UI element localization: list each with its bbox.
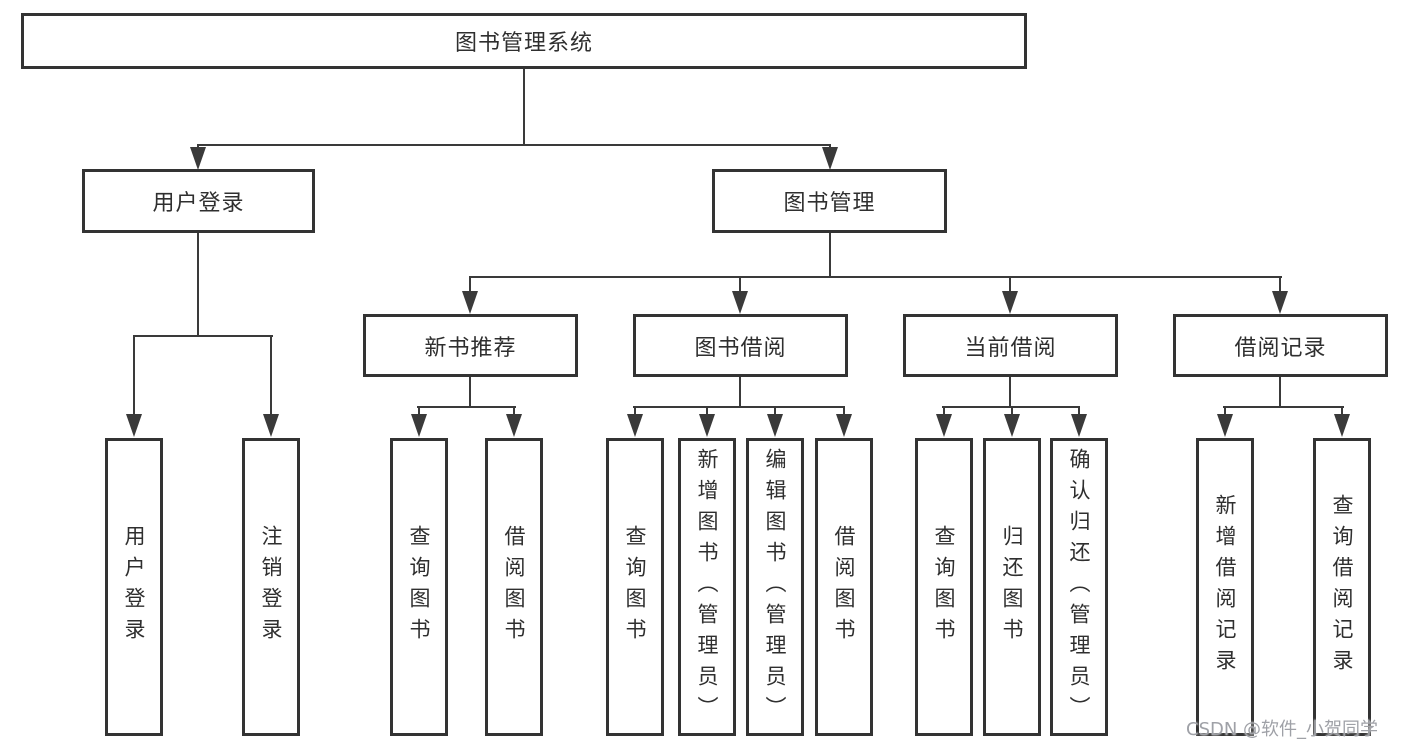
- edge-drop: [739, 276, 741, 293]
- node-current-borrowing-label: 当前借阅: [964, 335, 1057, 361]
- node-book-management-label: 图书管理: [783, 191, 876, 216]
- leaf-return-books-label: 归还图书: [1000, 525, 1024, 649]
- leaf-search-books-borrowing-label: 查询图书: [623, 525, 647, 649]
- csdn-watermark: CSDN @软件_小贺同学: [1186, 719, 1379, 740]
- leaf-logout: 注销登录: [242, 438, 300, 736]
- leaf-edit-books-admin-label: 编辑图书（管理员）: [763, 447, 787, 727]
- edge-drop: [1224, 406, 1226, 417]
- edge-drop: [513, 406, 515, 417]
- leaf-search-borrow-record-label: 查询借阅记录: [1330, 494, 1354, 680]
- leaf-borrow-books: 借阅图书: [815, 438, 873, 736]
- edge-branch: [1223, 406, 1344, 408]
- arrow-down-icon: [936, 414, 952, 437]
- edge-drop: [843, 406, 845, 417]
- arrow-down-icon: [126, 414, 142, 437]
- node-borrowing-records-label: 借阅记录: [1234, 335, 1327, 361]
- leaf-search-books-current: 查询图书: [915, 438, 973, 736]
- arrow-down-icon: [699, 414, 715, 437]
- arrow-down-icon: [506, 414, 522, 437]
- leaf-confirm-return-admin-label: 确认归还（管理员）: [1067, 447, 1091, 727]
- leaf-borrow-books-recommend: 借阅图书: [485, 438, 543, 736]
- node-current-borrowing: 当前借阅: [903, 314, 1118, 377]
- edge-stem: [469, 377, 471, 408]
- edge-drop: [418, 406, 420, 417]
- arrow-down-icon: [822, 147, 838, 170]
- node-library-system: 图书管理系统: [21, 13, 1027, 69]
- arrow-down-icon: [1217, 414, 1233, 437]
- leaf-search-books-recommend: 查询图书: [390, 438, 448, 736]
- arrow-down-icon: [263, 414, 279, 437]
- leaf-return-books: 归还图书: [983, 438, 1041, 736]
- leaf-user-login-label: 用户登录: [122, 525, 146, 649]
- leaf-add-books-admin: 新增图书（管理员）: [678, 438, 736, 736]
- edge-drop: [706, 406, 708, 417]
- node-user-login-label: 用户登录: [152, 191, 245, 216]
- edge-drop: [1341, 406, 1343, 417]
- edge-drop: [1279, 276, 1281, 293]
- edge-leaf-drop: [133, 335, 135, 414]
- arrow-down-icon: [627, 414, 643, 437]
- leaf-user-login: 用户登录: [105, 438, 163, 736]
- node-new-book-recommend-label: 新书推荐: [424, 335, 517, 361]
- arrow-down-icon: [1071, 414, 1087, 437]
- node-book-management: 图书管理: [712, 169, 947, 233]
- node-book-borrowing-label: 图书借阅: [694, 335, 787, 361]
- leaf-add-borrow-record-label: 新增借阅记录: [1213, 494, 1237, 680]
- node-library-system-label: 图书管理系统: [454, 31, 593, 56]
- leaf-search-books-current-label: 查询图书: [932, 525, 956, 649]
- edge-branch: [417, 406, 516, 408]
- edge-user-login-branch: [133, 335, 273, 337]
- leaf-borrow-books-recommend-label: 借阅图书: [502, 525, 526, 649]
- edge-level1-branch: [197, 144, 831, 146]
- edge-drop: [774, 406, 776, 417]
- edge-level3-branch: [469, 276, 1282, 278]
- leaf-search-books-recommend-label: 查询图书: [407, 525, 431, 649]
- edge-stem: [1279, 377, 1281, 408]
- arrow-down-icon: [462, 291, 478, 314]
- edge-leaf-drop: [270, 335, 272, 414]
- edge-stem: [739, 377, 741, 408]
- arrow-down-icon: [411, 414, 427, 437]
- arrow-down-icon: [190, 147, 206, 170]
- node-user-login: 用户登录: [82, 169, 315, 233]
- node-borrowing-records: 借阅记录: [1173, 314, 1388, 377]
- edge-drop: [469, 276, 471, 293]
- arrow-down-icon: [1272, 291, 1288, 314]
- arrow-down-icon: [1004, 414, 1020, 437]
- edge-drop: [634, 406, 636, 417]
- leaf-search-books-borrowing: 查询图书: [606, 438, 664, 736]
- arrow-down-icon: [836, 414, 852, 437]
- leaf-confirm-return-admin: 确认归还（管理员）: [1050, 438, 1108, 736]
- leaf-edit-books-admin: 编辑图书（管理员）: [746, 438, 804, 736]
- leaf-add-books-admin-label: 新增图书（管理员）: [695, 447, 719, 727]
- leaf-borrow-books-label: 借阅图书: [832, 525, 856, 649]
- node-book-borrowing: 图书借阅: [633, 314, 848, 377]
- edge-drop: [943, 406, 945, 417]
- leaf-logout-label: 注销登录: [259, 525, 283, 649]
- edge-drop: [1078, 406, 1080, 417]
- edge-drop: [1009, 276, 1011, 293]
- node-new-book-recommend: 新书推荐: [363, 314, 578, 377]
- edge-root-stem: [523, 69, 525, 145]
- arrow-down-icon: [767, 414, 783, 437]
- leaf-search-borrow-record: 查询借阅记录: [1313, 438, 1371, 736]
- edge-branch: [633, 406, 845, 408]
- arrow-down-icon: [1334, 414, 1350, 437]
- edge-stem: [1009, 377, 1011, 408]
- edge-user-login-stem: [197, 233, 199, 335]
- edge-drop: [1011, 406, 1013, 417]
- leaf-add-borrow-record: 新增借阅记录: [1196, 438, 1254, 736]
- arrow-down-icon: [1002, 291, 1018, 314]
- arrow-down-icon: [732, 291, 748, 314]
- edge-book-mgmt-stem: [829, 233, 831, 278]
